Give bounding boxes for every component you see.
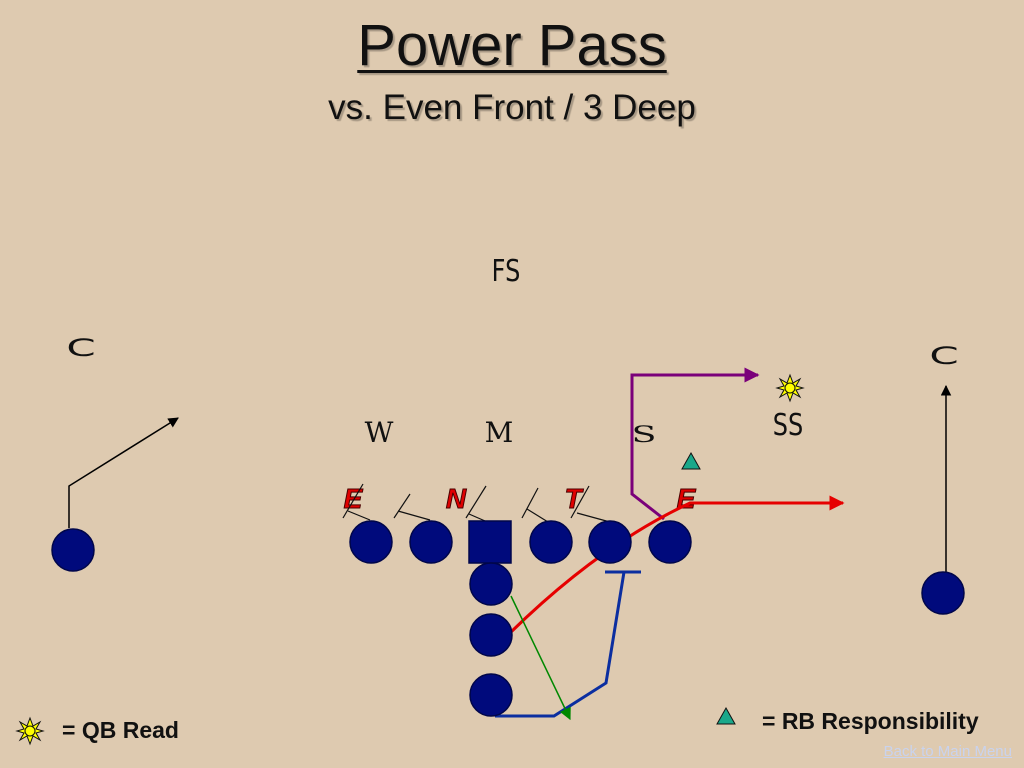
right-tackle bbox=[588, 520, 632, 564]
defensive-slash-marks bbox=[342, 483, 590, 519]
tailback-block-path bbox=[495, 571, 626, 718]
tailback bbox=[469, 673, 513, 717]
tight-end bbox=[648, 520, 692, 564]
rb-responsibility-triangle-icon bbox=[681, 451, 701, 470]
free-safety-label: FS bbox=[492, 254, 521, 288]
defensive-tackle-label: T bbox=[564, 483, 584, 514]
center bbox=[468, 520, 512, 564]
qb-read-star-icon bbox=[775, 373, 805, 403]
blocking-lines bbox=[347, 508, 611, 525]
legend-rb-responsibility: = RB Responsibility bbox=[762, 708, 979, 734]
linebacker-m-label: M bbox=[485, 416, 514, 449]
corner-left-label: C bbox=[66, 334, 95, 362]
right-guard bbox=[529, 520, 573, 564]
page-subtitle: vs. Even Front / 3 Deep bbox=[328, 88, 696, 127]
fullback bbox=[469, 613, 513, 657]
corner-right-label: C bbox=[929, 342, 958, 370]
linebacker-w-label: W bbox=[365, 416, 394, 449]
left-tackle bbox=[349, 520, 393, 564]
left-guard bbox=[409, 520, 453, 564]
back-to-main-menu-link[interactable]: Back to Main Menu bbox=[883, 743, 1012, 760]
left-receiver-route bbox=[68, 417, 179, 528]
legend-qb-read-star-icon bbox=[15, 716, 45, 746]
left-wide-receiver bbox=[51, 528, 95, 572]
legend-qb-read: = QB Read bbox=[62, 717, 179, 743]
quarterback bbox=[469, 562, 513, 606]
linebacker-s-label: S bbox=[632, 422, 657, 448]
right-wide-receiver bbox=[921, 571, 965, 615]
nose-tackle-label: N bbox=[446, 483, 467, 514]
strong-safety-label: SS bbox=[773, 408, 803, 442]
qb-drop-path bbox=[510, 595, 571, 721]
legend-rb-triangle-icon bbox=[716, 706, 736, 725]
tight-end-route bbox=[630, 367, 760, 521]
page-title: Power Pass bbox=[357, 13, 667, 78]
